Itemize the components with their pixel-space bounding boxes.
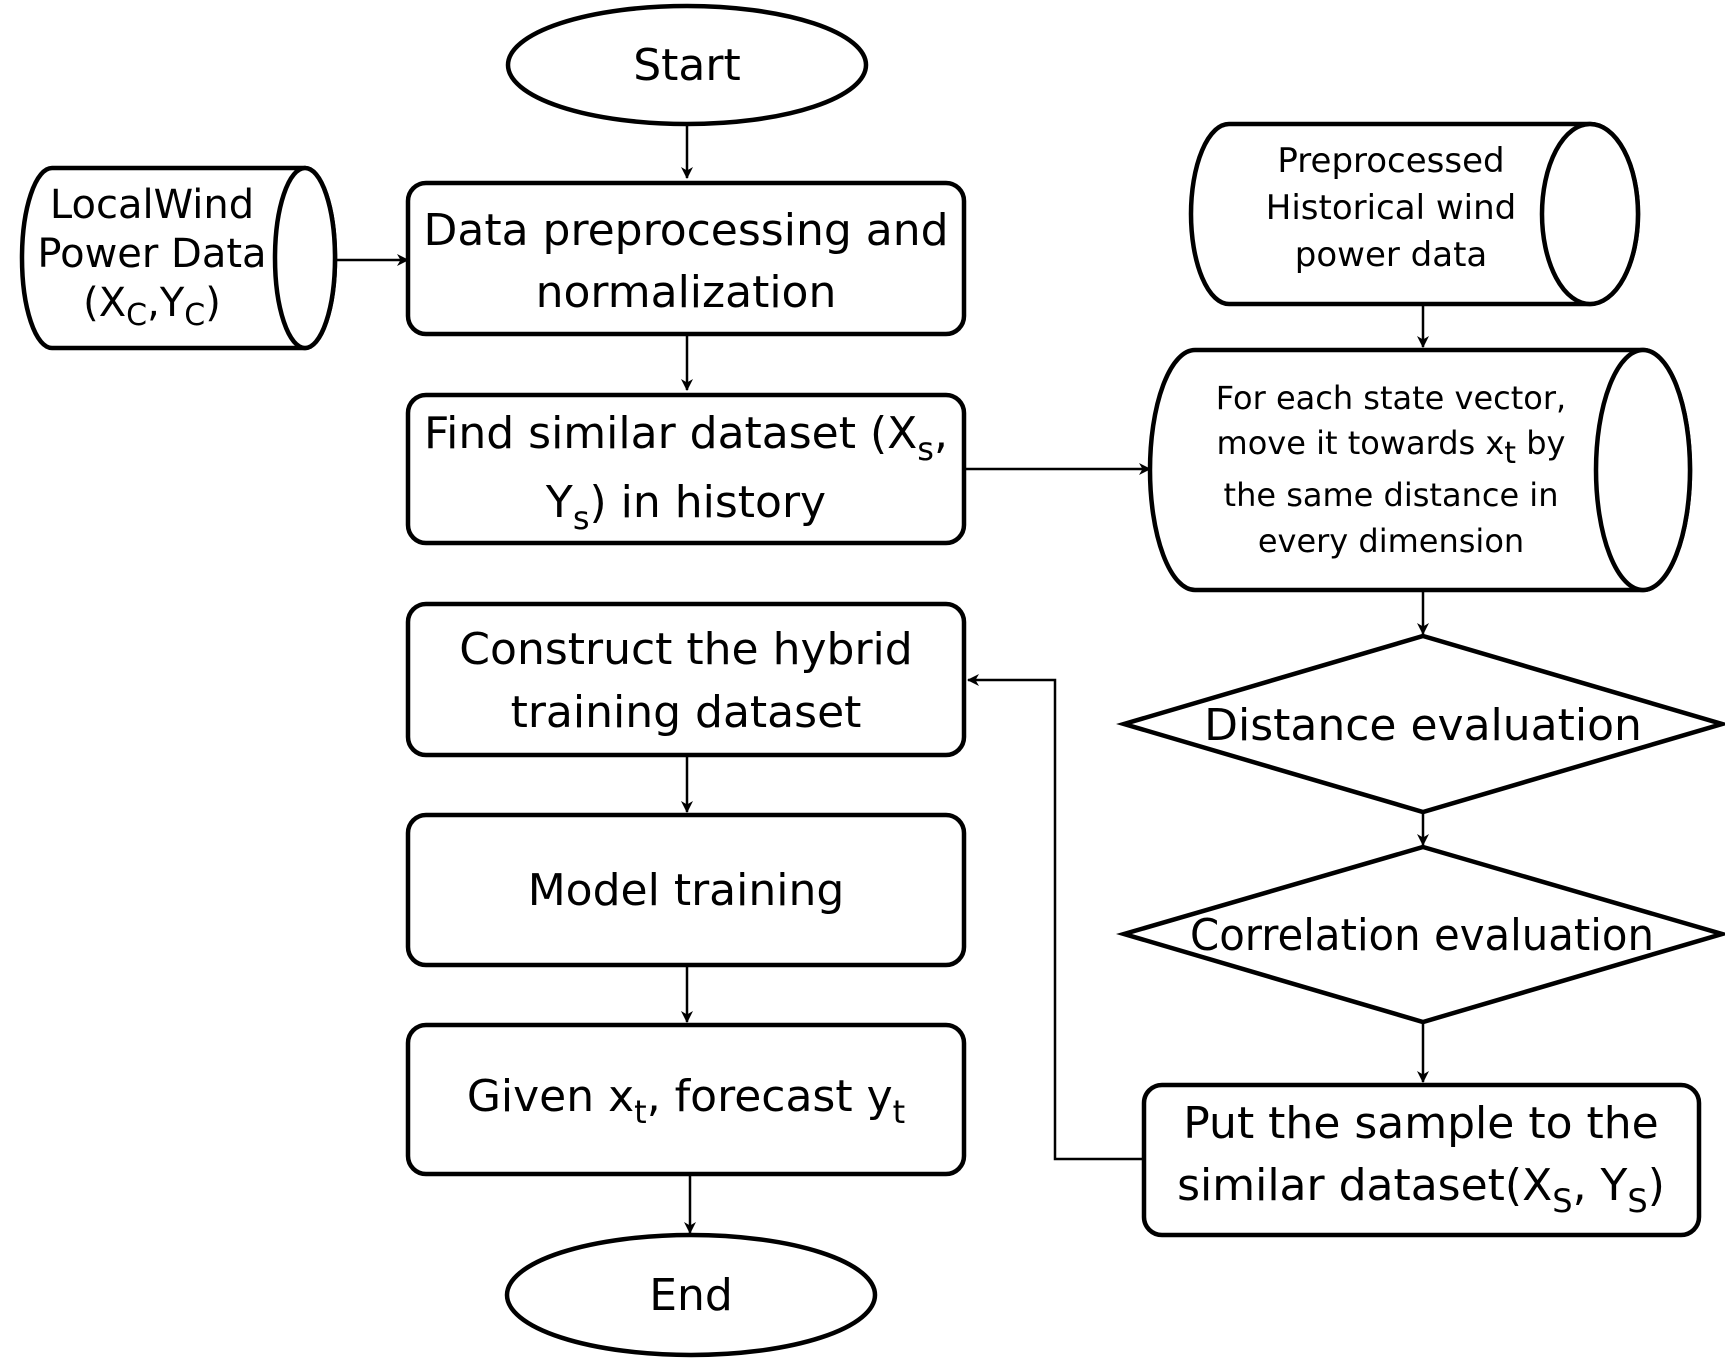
local-wind-data-store: LocalWind Power Data (XC,YC): [19, 165, 338, 351]
model-training-box: Model training: [405, 812, 967, 968]
state-vector-store: For each state vector, move it towards x…: [1147, 347, 1693, 593]
construct-line1: Construct the hybrid: [459, 624, 912, 675]
forecast-box: Given xt, forecast yt: [405, 1022, 967, 1177]
historical-line2: Historical wind: [1266, 188, 1516, 228]
put-sample-box: Put the sample to the similar dataset(XS…: [1141, 1082, 1702, 1238]
forecast-label: Given xt, forecast yt: [467, 1071, 905, 1131]
find-similar-box: Find similar dataset (Xs, Ys) in history: [405, 392, 967, 546]
historical-line3: power data: [1295, 235, 1487, 275]
distance-evaluation-decision: Distance evaluation: [1116, 633, 1725, 815]
edge-put-construct: [967, 674, 1144, 1161]
model-training-label: Model training: [528, 865, 845, 916]
correlation-evaluation-label: Correlation evaluation: [1190, 910, 1654, 961]
start-terminal: Start: [505, 3, 869, 127]
correlation-evaluation-decision: Correlation evaluation: [1115, 844, 1725, 1025]
state-vector-line1: For each state vector,: [1216, 379, 1566, 417]
construct-dataset-box: Construct the hybrid training dataset: [405, 601, 967, 758]
construct-line2: training dataset: [511, 687, 862, 738]
preprocess-line2: normalization: [536, 267, 837, 318]
find-similar-line2: Ys) in history: [545, 477, 826, 537]
state-vector-line4: every dimension: [1258, 522, 1524, 560]
end-terminal: End: [504, 1232, 878, 1358]
state-vector-line2: move it towards xt by: [1217, 424, 1566, 471]
preprocess-line1: Data preprocessing and: [423, 205, 948, 256]
distance-evaluation-label: Distance evaluation: [1204, 700, 1642, 751]
find-similar-line1: Find similar dataset (Xs,: [424, 408, 948, 468]
start-label: Start: [633, 40, 741, 91]
local-wind-line3: (XC,YC): [83, 280, 221, 333]
local-wind-line1: LocalWind: [50, 182, 254, 228]
local-wind-line2: Power Data: [37, 231, 266, 277]
preprocess-box: Data preprocessing and normalization: [405, 180, 967, 337]
historical-data-store: Preprocessed Historical wind power data: [1188, 121, 1641, 307]
put-sample-line2: similar dataset(XS, YS): [1177, 1160, 1665, 1220]
state-vector-line3: the same distance in: [1224, 476, 1559, 514]
historical-line1: Preprocessed: [1277, 141, 1504, 181]
put-sample-line1: Put the sample to the: [1183, 1098, 1658, 1149]
edges: [334, 124, 1429, 1234]
end-label: End: [649, 1270, 733, 1321]
